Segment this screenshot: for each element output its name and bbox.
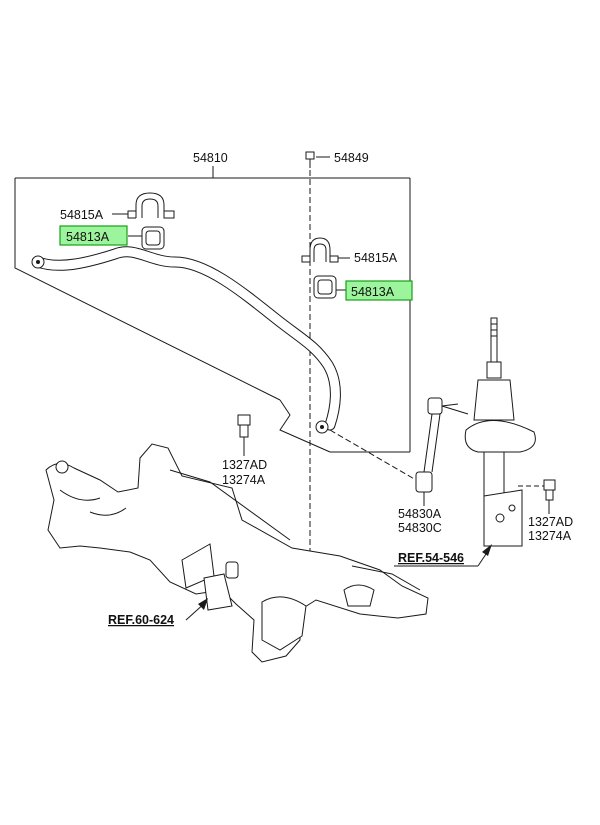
- callout-frame: [14, 177, 411, 453]
- ref-arrow-strut: [394, 544, 492, 567]
- label-1327ad-strut: 1327AD: [528, 515, 573, 529]
- nut-strut-part: [518, 479, 556, 514]
- highlight-54813a-right[interactable]: [345, 280, 413, 301]
- highlight-54813a-left[interactable]: [59, 225, 128, 246]
- bushing-right-part: [313, 275, 348, 299]
- label-54815a-left: 54815A: [60, 208, 104, 222]
- label-54830a: 54830A: [398, 507, 442, 521]
- strut-part: [441, 317, 536, 547]
- ref-arrow-subframe: [185, 598, 208, 621]
- label-1327ad-upper: 1327AD: [222, 458, 267, 472]
- bracket-right-part: [301, 237, 350, 263]
- label-13274a-upper: 13274A: [222, 473, 266, 487]
- nut-upper-part: [237, 414, 251, 456]
- label-54849: 54849: [334, 151, 369, 165]
- ref-link-54-546[interactable]: REF.54-546: [398, 551, 464, 565]
- bracket-left-part: [112, 192, 175, 219]
- label-13274a-strut: 13274A: [528, 529, 572, 543]
- bushing-left-part: [128, 226, 165, 250]
- stabilizer-bar: [31, 246, 341, 434]
- label-54815a-right: 54815A: [354, 251, 398, 265]
- bolt-part: [305, 151, 330, 590]
- label-54810: 54810: [193, 151, 228, 165]
- ref-link-60-624[interactable]: REF.60-624: [108, 613, 174, 627]
- label-54830c: 54830C: [398, 521, 442, 535]
- subframe-part: [45, 443, 429, 663]
- label-54813a-left[interactable]: 54813A: [66, 230, 110, 244]
- label-54813a-right[interactable]: 54813A: [351, 285, 395, 299]
- stabilizer-link-part: [329, 397, 459, 506]
